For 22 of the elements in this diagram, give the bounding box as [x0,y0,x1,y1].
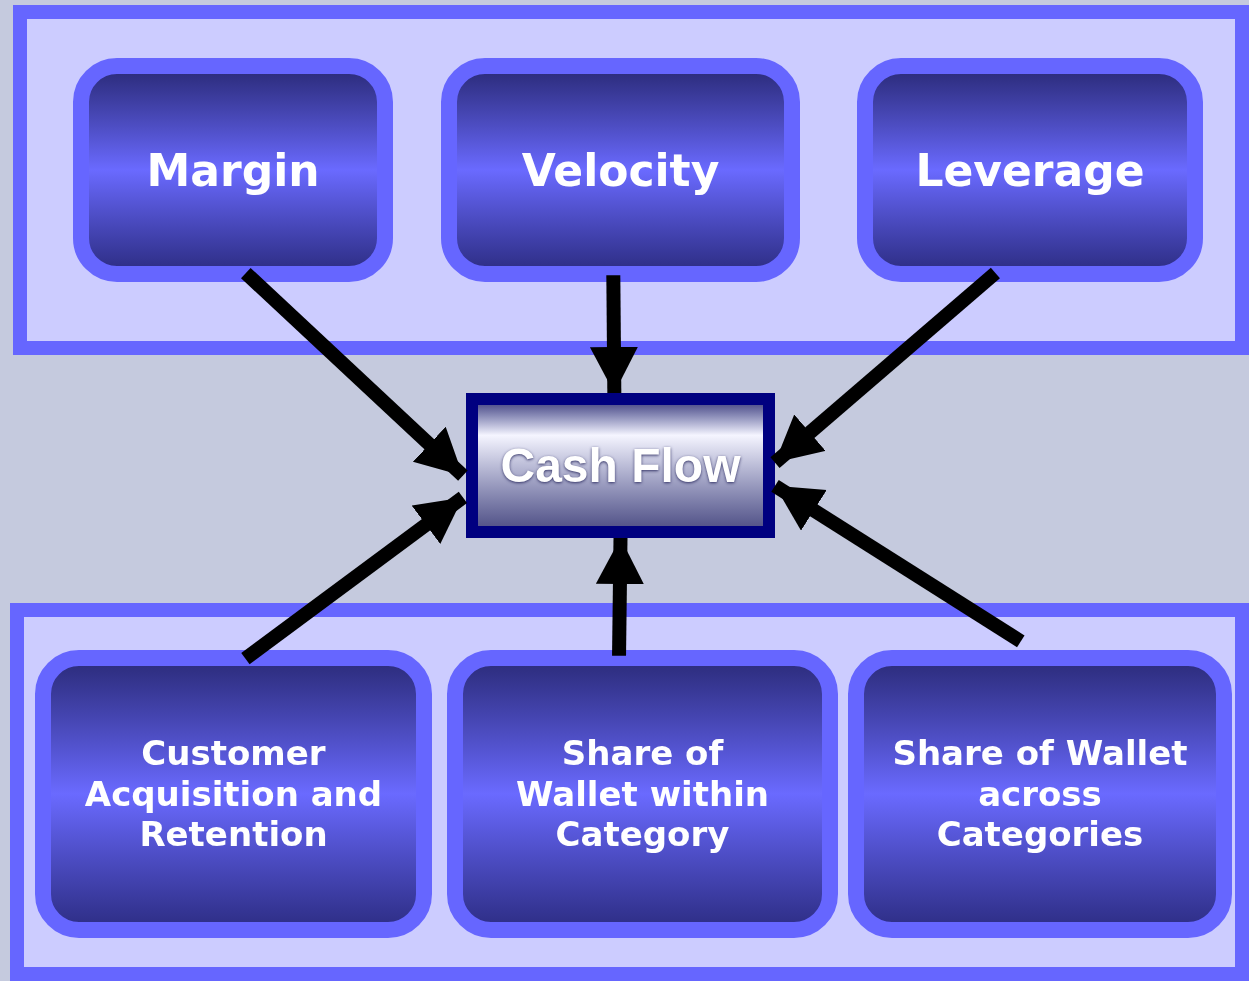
node-label: Cash Flow [500,437,741,494]
result-box [466,393,775,538]
driver-box [35,650,432,938]
node-label: Share of Wallet within Category [514,732,771,856]
group-panel [13,5,1249,355]
arrow [771,479,1025,648]
arrow [241,491,468,665]
factor-box [73,58,393,282]
arrow [595,537,644,656]
arrow [241,267,468,481]
node-label: Share of Wallet across Categories [891,732,1189,856]
group-panel [10,603,1249,981]
driver-box [447,650,838,938]
node-label: Margin [146,143,320,198]
factor-box [441,58,800,282]
driver-box [848,650,1232,938]
arrow [770,267,1000,468]
arrow [589,275,638,394]
node-label: Customer Acquisition and Retention [83,732,384,856]
node-label: Velocity [521,143,720,198]
node-label: Leverage [915,143,1145,198]
factor-box [857,58,1203,282]
